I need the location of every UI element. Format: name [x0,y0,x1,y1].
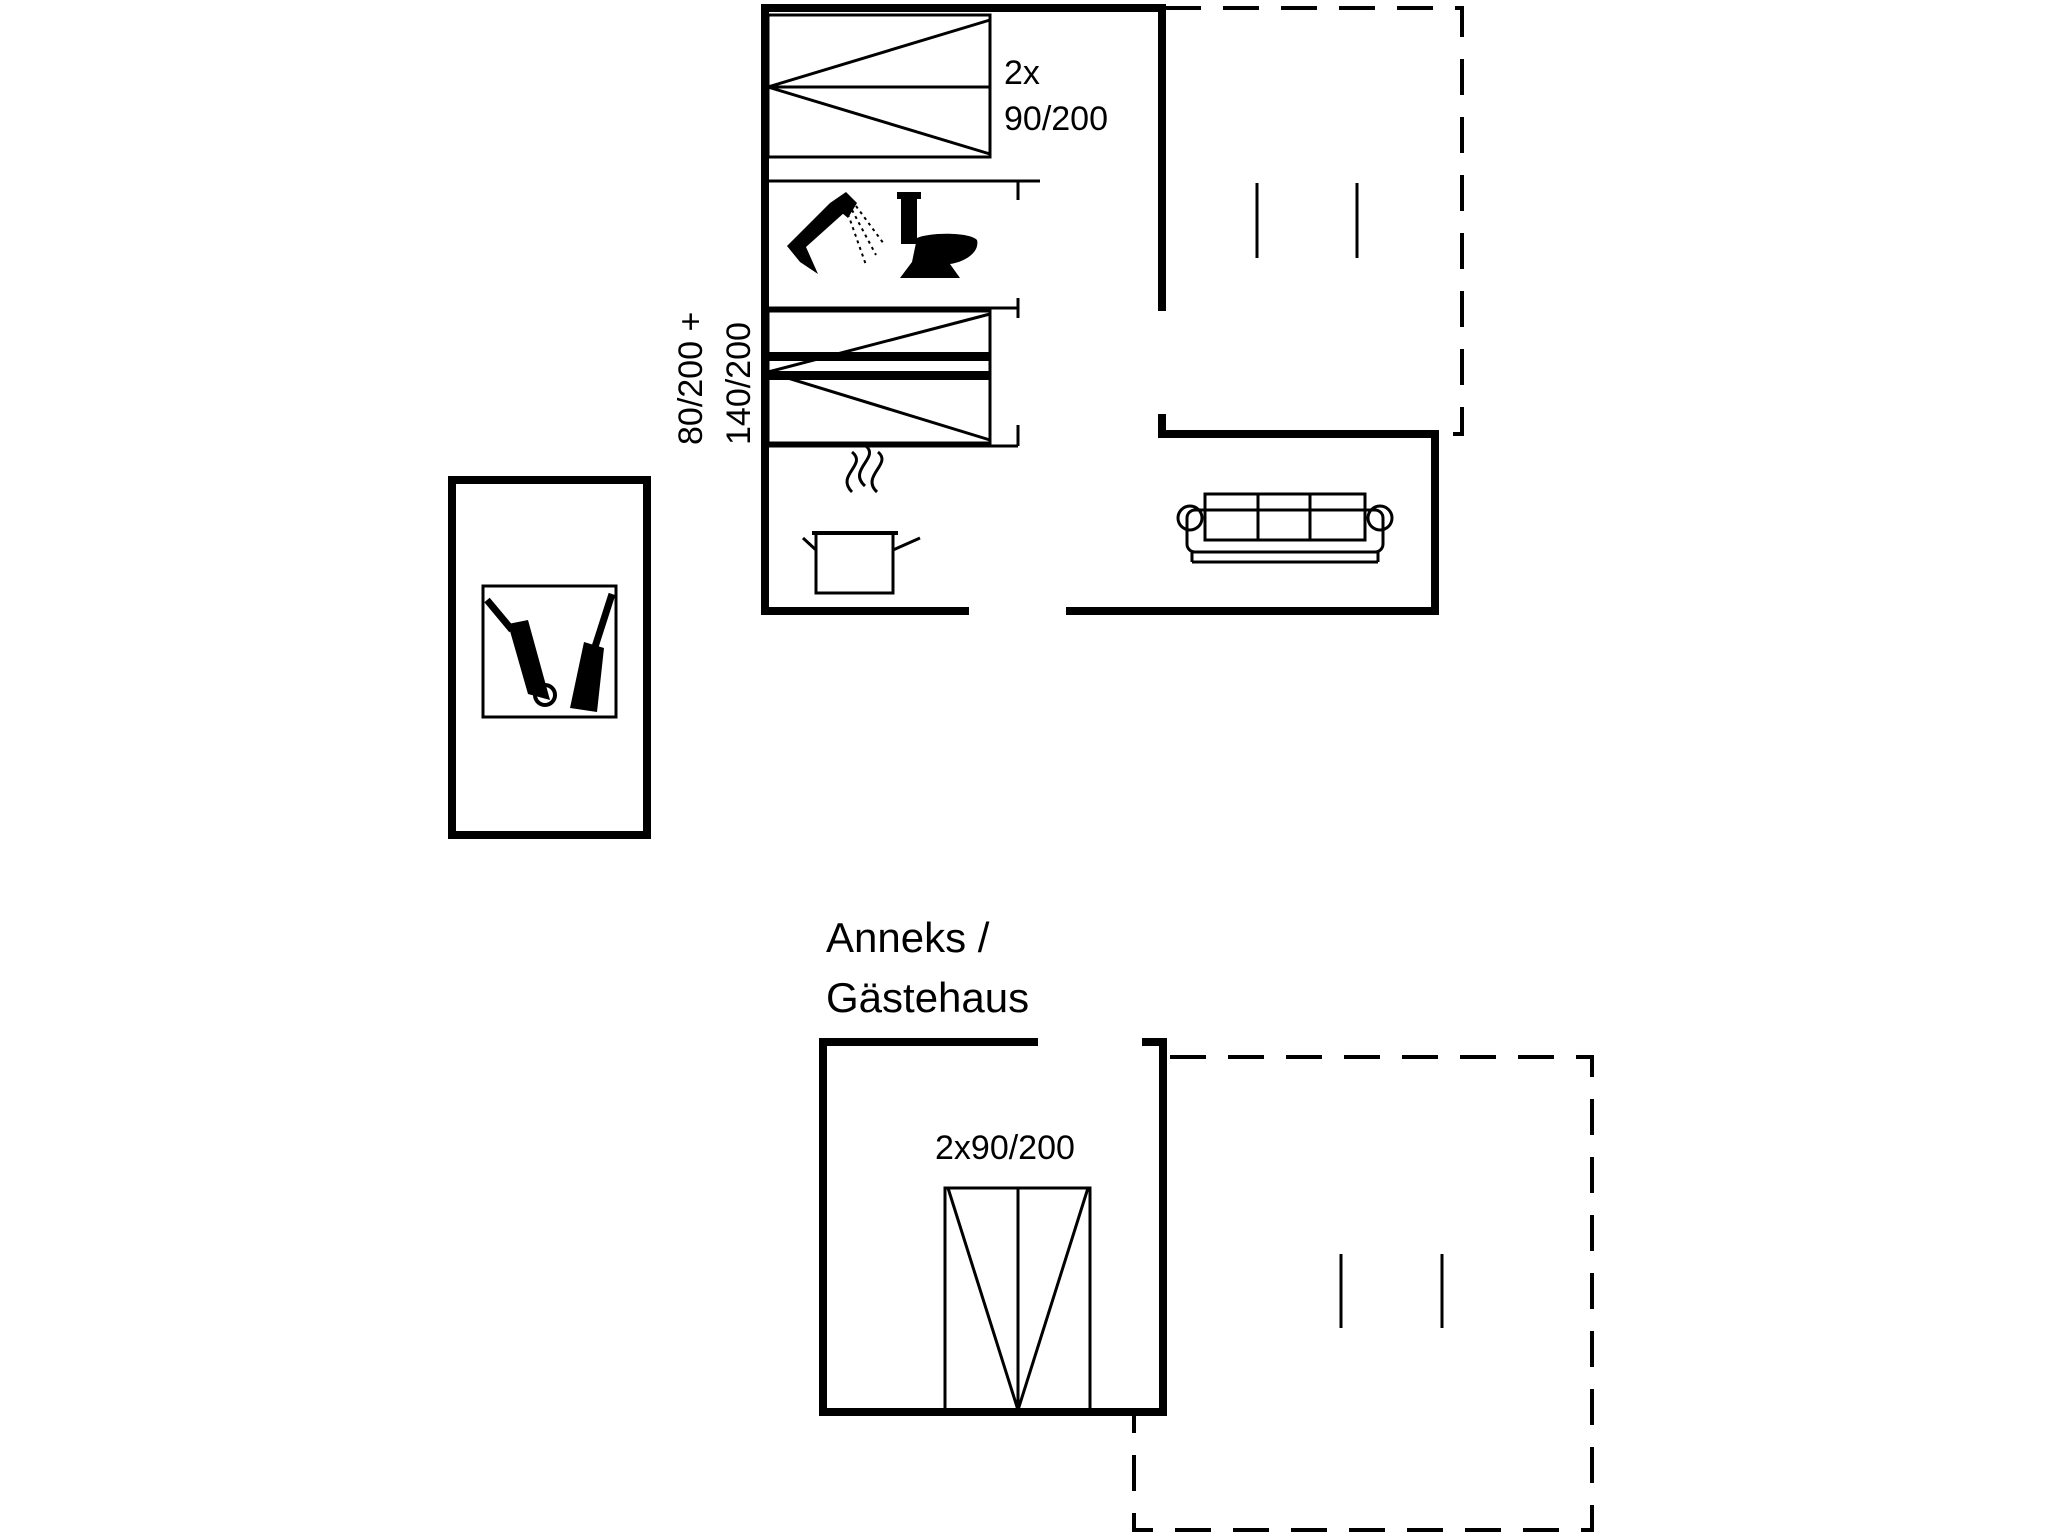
bed-count-text: 2x [1004,54,1040,92]
annex-title-line-2: Gästehaus [826,974,1029,1021]
main-terrace-outline [1165,6,1464,436]
terrace-marks [1255,183,1359,258]
utility-shed [448,476,651,839]
annex-bed-label: 2x90/200 [935,1129,1075,1167]
bed-size-text: 90/200 [1004,100,1108,138]
main-house-walls [761,4,1439,615]
utility-tools-icon [481,584,618,719]
annex-title: Anneks / Gästehaus [826,914,1029,1021]
terrace-marks [1339,1254,1444,1328]
main-house: 2x 90/200 80/200 + 140/200 [672,4,1464,615]
bed-icon [762,309,992,445]
bed-size-text-2: 140/200 [720,322,758,445]
toilet-icon [897,192,978,278]
bedroom-1-bed-label: 2x 90/200 [1004,54,1108,138]
bed-icon [943,1186,1092,1415]
annex-walls [819,1038,1167,1416]
sofa-icon [1176,492,1394,564]
annex-terrace-outline [1132,1055,1594,1532]
bedroom-2-bed-label: 80/200 + 140/200 [672,302,758,445]
annex-title-line-1: Anneks / [826,914,990,961]
bed-size-text-1: 80/200 + [672,312,710,445]
cooking-pot-icon [801,444,921,595]
shower-icon [787,192,885,274]
bed-icon [762,13,992,159]
annex: Anneks / Gästehaus 2x90/200 [819,914,1594,1532]
